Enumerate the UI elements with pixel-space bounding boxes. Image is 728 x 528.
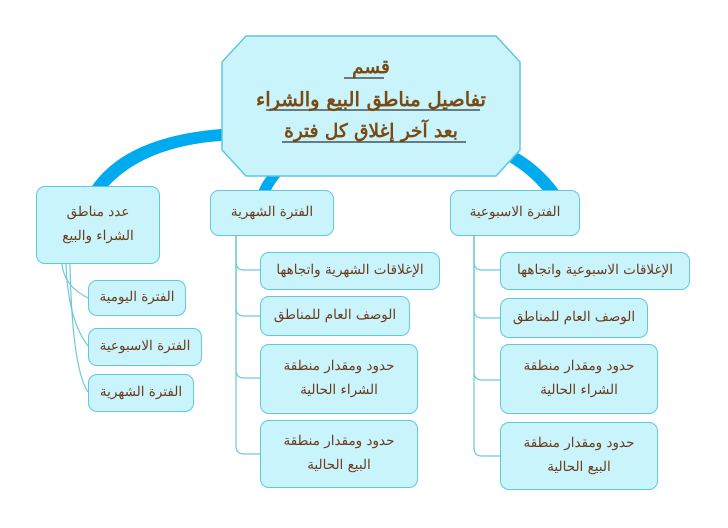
central-title-line-1: قسم xyxy=(352,57,390,78)
monthly-child-general-description-label: الوصف العام للمناطق xyxy=(273,307,397,324)
monthly-child-closes[interactable]: الإغلاقات الشهرية واتجاهها xyxy=(260,252,440,290)
zones-child-daily[interactable]: الفترة اليومية xyxy=(88,280,186,316)
weekly-child-buy-zone-line-1: حدود ومقدار منطقة xyxy=(523,358,635,375)
weekly-child-connectors xyxy=(473,236,500,457)
monthly-child-buy-zone-line-1: حدود ومقدار منطقة xyxy=(283,358,395,375)
branch-node-weekly[interactable]: الفترة الاسبوعية xyxy=(450,190,580,236)
central-title-line-2: تفاصيل مناطق البيع والشراء xyxy=(256,88,486,111)
zones-child-monthly-label: الفترة الشهرية xyxy=(99,384,183,401)
monthly-child-sell-zone-line-1: حدود ومقدار منطقة xyxy=(283,433,395,450)
zones-child-daily-label: الفترة اليومية xyxy=(99,289,175,306)
monthly-child-closes-label: الإغلاقات الشهرية واتجاهها xyxy=(276,262,424,279)
branch-node-zone-count[interactable]: عدد مناطق الشراء والبيع xyxy=(36,186,160,264)
weekly-child-closes-label: الإغلاقات الاسبوعية واتجاهها xyxy=(517,262,673,279)
central-title-line-3: بعد آخر إغلاق كل فترة xyxy=(284,121,458,142)
branch-monthly-label: الفترة الشهرية xyxy=(230,204,314,221)
weekly-child-buy-zone[interactable]: حدود ومقدار منطقة الشراء الحالية xyxy=(500,344,658,414)
weekly-child-buy-zone-line-2: الشراء الحالية xyxy=(540,382,618,398)
branch-zone-count-line-1: عدد مناطق xyxy=(66,204,130,221)
weekly-child-closes[interactable]: الإغلاقات الاسبوعية واتجاهها xyxy=(500,252,690,290)
zones-child-monthly[interactable]: الفترة الشهرية xyxy=(88,374,194,412)
monthly-child-general-description[interactable]: الوصف العام للمناطق xyxy=(260,296,410,336)
monthly-child-connectors xyxy=(235,236,260,455)
zones-child-connectors xyxy=(61,263,89,393)
weekly-child-general-description-label: الوصف العام للمناطق xyxy=(512,309,636,326)
monthly-child-buy-zone-line-2: الشراء الحالية xyxy=(300,382,378,398)
weekly-child-sell-zone[interactable]: حدود ومقدار منطقة البيع الحالية xyxy=(500,422,658,490)
monthly-child-sell-zone[interactable]: حدود ومقدار منطقة البيع الحالية xyxy=(260,420,418,488)
central-topic-node[interactable] xyxy=(221,35,521,177)
weekly-child-general-description[interactable]: الوصف العام للمناطق xyxy=(500,298,648,338)
monthly-child-sell-zone-line-2: البيع الحالية xyxy=(307,457,371,473)
branch-zone-count-line-2: الشراء والبيع xyxy=(62,228,134,244)
central-topic-title: قسم تفاصيل مناطق البيع والشراء بعد آخر إ… xyxy=(252,52,490,148)
branch-weekly-label: الفترة الاسبوعية xyxy=(469,204,561,221)
weekly-child-sell-zone-line-1: حدود ومقدار منطقة xyxy=(523,435,635,452)
monthly-child-buy-zone[interactable]: حدود ومقدار منطقة الشراء الحالية xyxy=(260,344,418,414)
zones-child-weekly[interactable]: الفترة الاسبوعية xyxy=(88,328,202,366)
zones-child-weekly-label: الفترة الاسبوعية xyxy=(99,338,191,355)
branch-node-monthly[interactable]: الفترة الشهرية xyxy=(210,190,334,236)
weekly-child-sell-zone-line-2: البيع الحالية xyxy=(547,459,611,475)
